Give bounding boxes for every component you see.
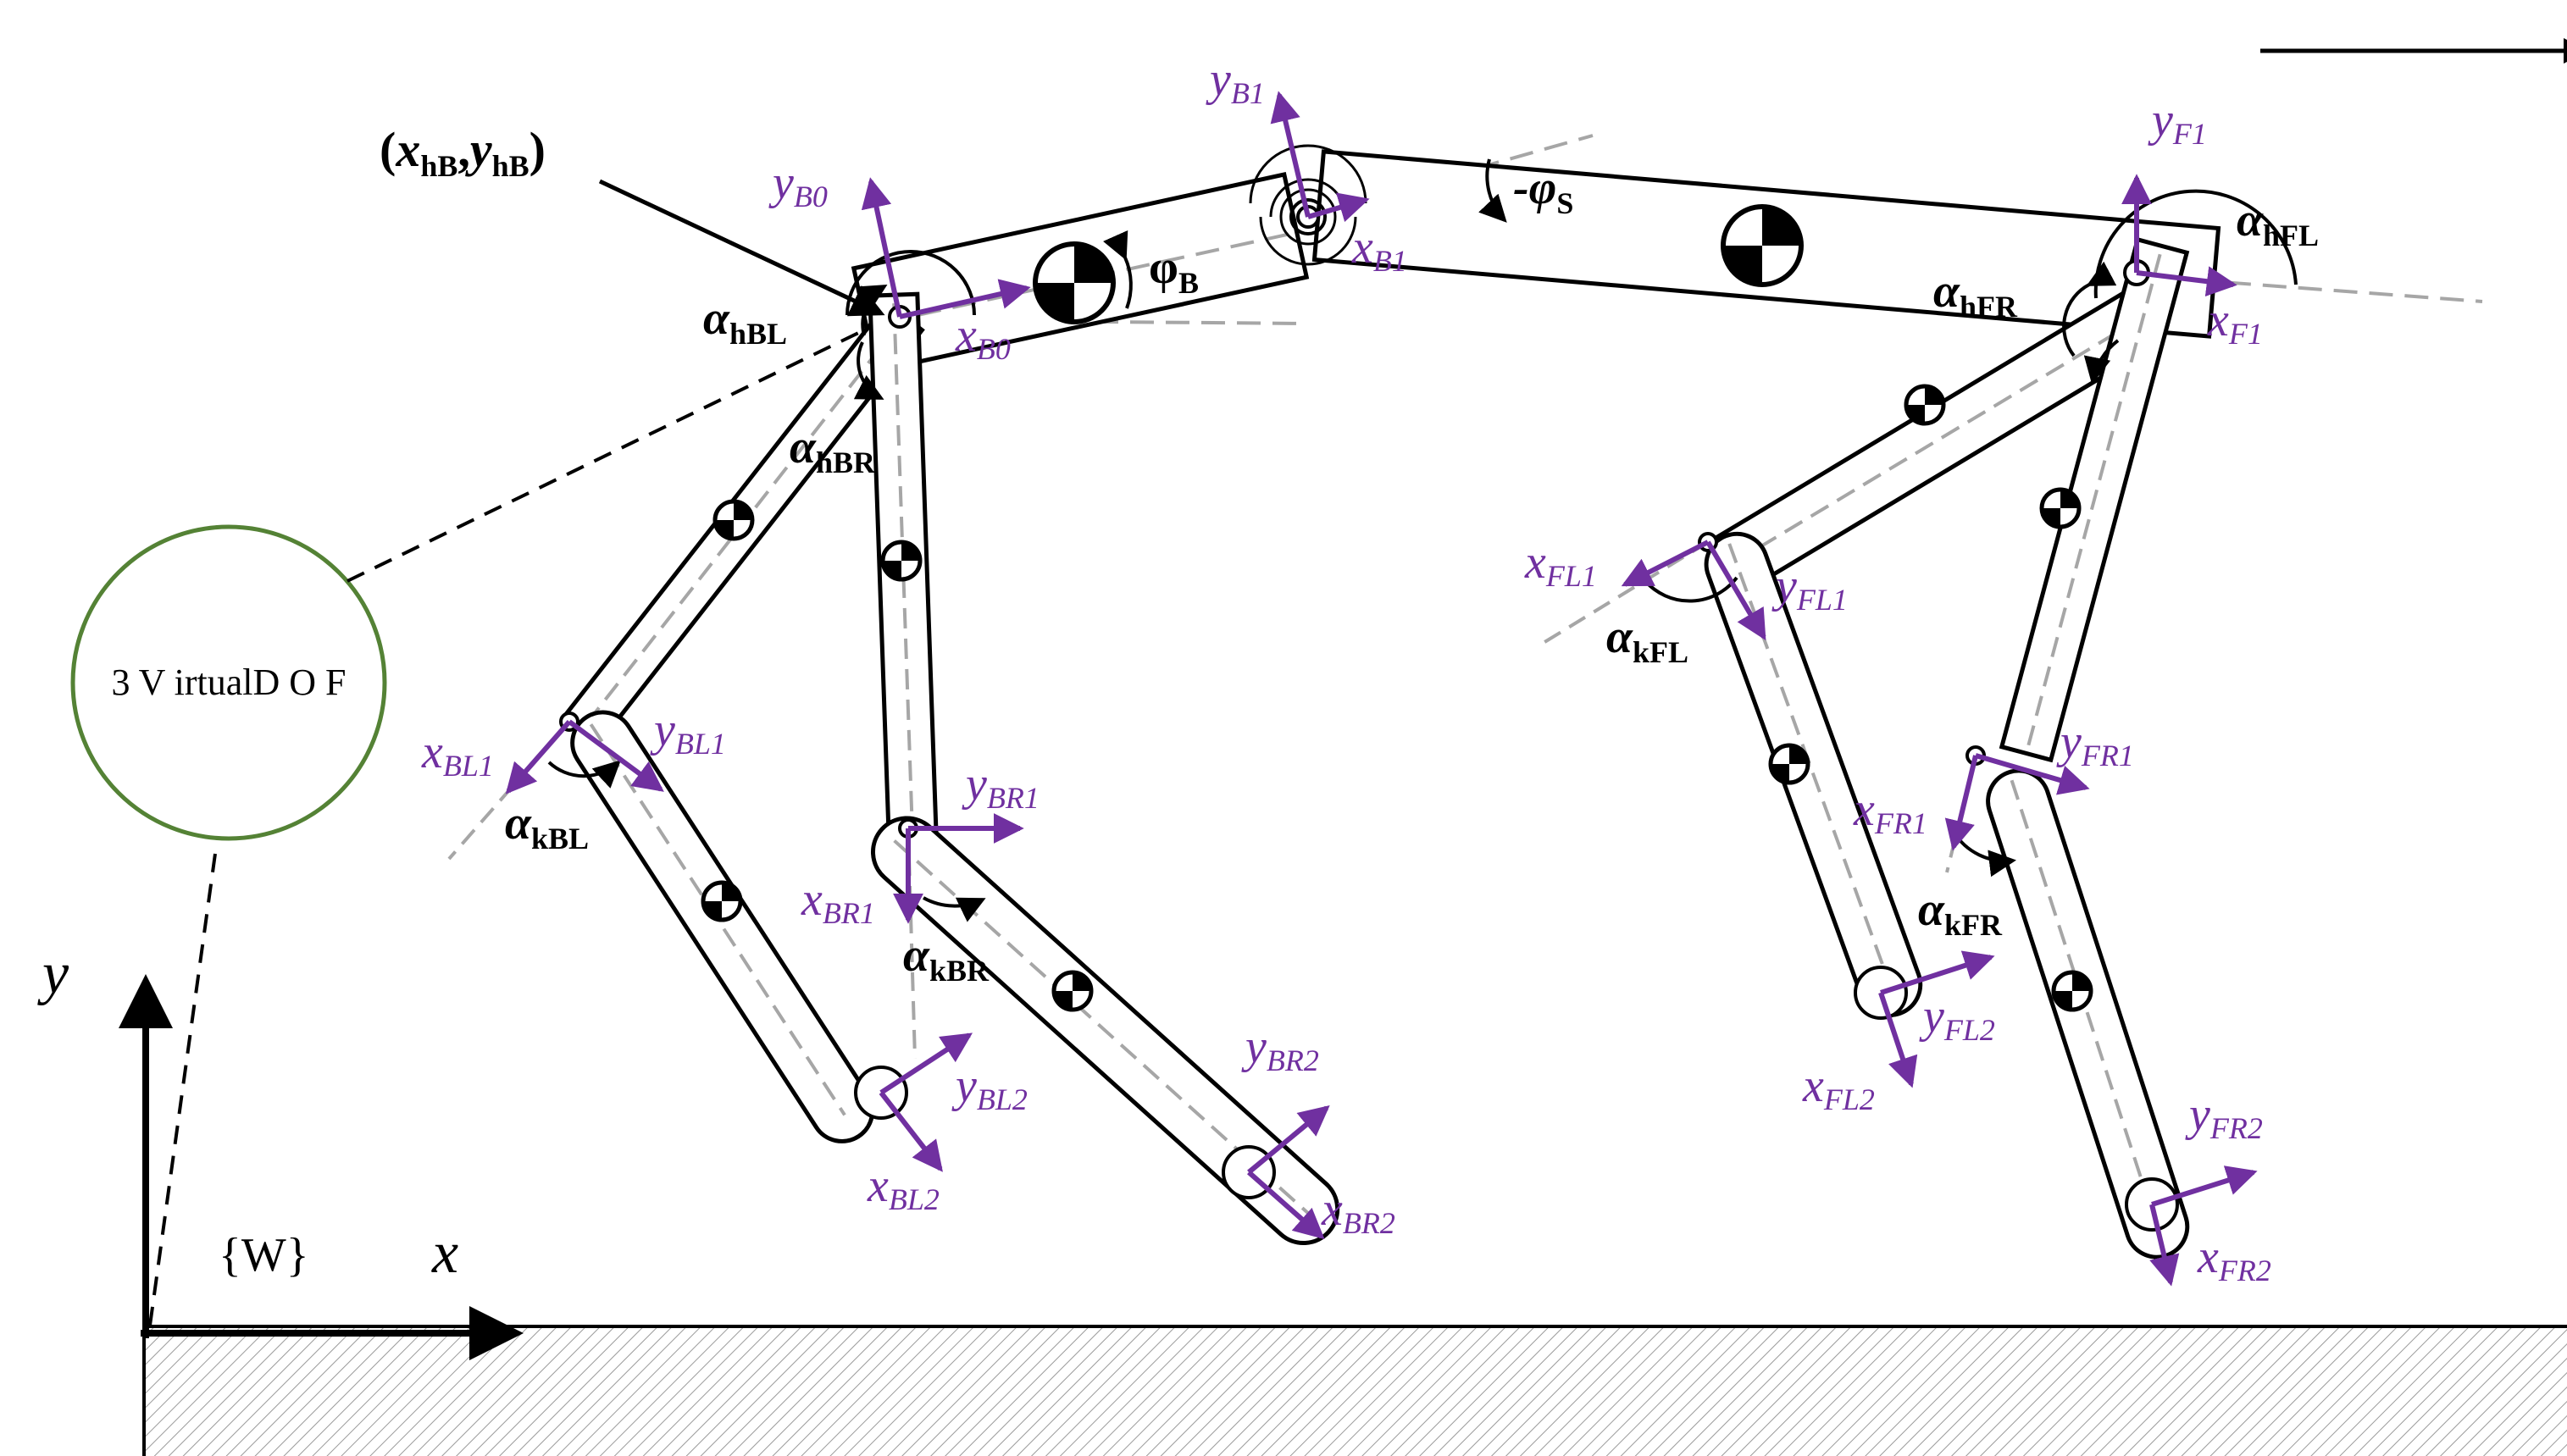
label-x-br1: xBR1 [801,873,875,930]
label-alpha-hbr: αhBR [790,421,876,479]
label-alpha-hfr: αhFR [1933,265,2018,324]
bl-upper-com [715,501,752,539]
label-x-br2: xBR2 [1321,1183,1395,1240]
label-phi-s: -φS [1513,162,1573,220]
label-x-fr2: xFR2 [2197,1231,2271,1287]
br-lower-com [1054,972,1091,1010]
hip-point-pointer [598,179,885,317]
label-y-bl1: yBL1 [650,704,726,761]
world-x-label: x [431,1221,458,1286]
label-x-b1: xB1 [1351,221,1407,278]
label-y-b0: yB0 [768,157,828,213]
virtual-dof-leader-bottom [147,853,217,1332]
label-y-fr2: yFR2 [2185,1088,2263,1145]
world-frame-label: {W} [219,1229,309,1282]
label-y-fl2: yFL2 [1919,990,1995,1047]
world-y-label: y [37,941,69,1006]
label-x-b0: xB0 [955,309,1011,366]
front-body-com [1723,207,1801,285]
ground [142,1325,2567,1456]
label-alpha-kbr: αkBR [903,929,990,988]
label-x-bl2: xBL2 [867,1160,940,1216]
label-alpha-hbl: αhBL [703,292,787,351]
fl-lower-com [1771,745,1808,783]
label-x-f1: xF1 [2207,294,2263,351]
label-x-bl1: xBL1 [421,726,494,783]
bl-lower-com [703,883,740,920]
hip-point-label: (xhB,yhB) [380,122,546,183]
coordinate-frame-arrows [505,91,2258,1287]
label-alpha-kfl: αkFL [1606,611,1688,669]
br-upper-com [883,542,920,579]
label-x-fl1: xFL1 [1524,536,1597,593]
label-y-b1: yB1 [1206,53,1265,110]
label-y-f1: yF1 [2148,94,2207,151]
front-hip-arc [2093,189,2298,299]
fr-upper-com [2042,490,2079,527]
label-y-br2: yBR2 [1241,1021,1319,1077]
fl-upper-com [1906,386,1943,424]
back-body-com [1035,244,1113,322]
label-x-fl2: xFL2 [1802,1060,1875,1116]
label-alpha-hfl: αhFL [2237,194,2319,252]
virtual-dof-label: 3 V irtualD O F [111,662,346,703]
label-y-fl1: yFL1 [1771,560,1848,617]
virtual-dof-circle [70,524,387,841]
label-y-bl2: yBL2 [951,1060,1028,1116]
label-y-fr1: yFR1 [2056,716,2134,772]
label-alpha-kbl: αkBL [505,797,589,855]
label-y-br1: yBR1 [962,758,1040,815]
label-phi-b: φB [1149,241,1199,300]
label-alpha-kfr: αkFR [1918,883,2003,942]
label-x-fr1: xFR1 [1853,783,1927,840]
virtual-dof-leader-top [347,320,882,583]
fr-lower-com [2054,972,2091,1010]
